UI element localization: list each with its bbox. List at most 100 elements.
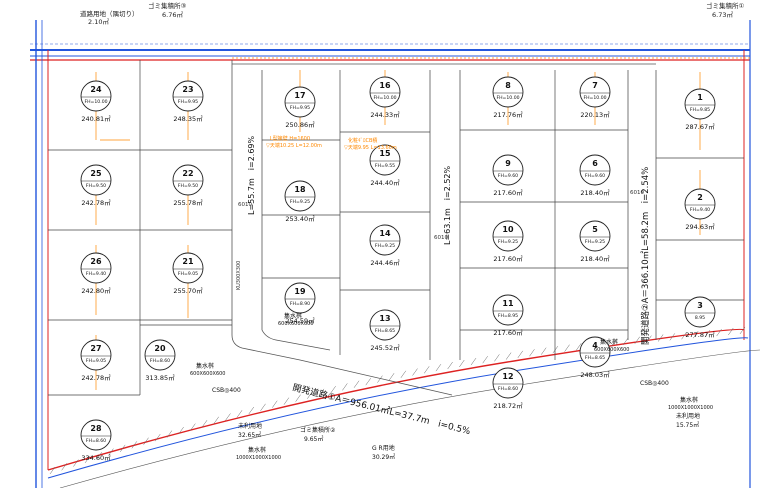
side-ditch-label: KU300X300 xyxy=(236,261,242,290)
unused-land-2-area: 15.75㎡ xyxy=(676,421,699,429)
hatch-line xyxy=(143,437,149,445)
hatch-line xyxy=(552,345,559,354)
lot-area: 217.60㎡ xyxy=(493,188,523,197)
lot-number: 7 xyxy=(592,81,598,90)
hatch-line xyxy=(424,366,430,374)
hatch-line xyxy=(271,400,278,408)
lot-area: 218.40㎡ xyxy=(580,254,610,263)
trash-point-2-area: 9.65㎡ xyxy=(304,435,323,443)
hatch-line xyxy=(131,441,138,449)
lot-circle xyxy=(80,419,112,451)
lot-area: 242.78㎡ xyxy=(81,373,111,382)
road-2-label: 開発道路②A＝366.10㎡L=58.2m i=2.54% xyxy=(640,167,651,345)
lot-number: 19 xyxy=(294,287,306,296)
lot-number: 16 xyxy=(379,81,391,90)
lot-area: 277.87㎡ xyxy=(685,330,715,339)
lot-circle xyxy=(172,164,204,196)
left-road-slope: L=55.7m i=2.69% xyxy=(247,135,256,215)
lot-circle xyxy=(492,76,524,108)
hatch-line xyxy=(119,444,126,453)
hatch-line xyxy=(330,385,336,394)
lot-circle xyxy=(80,80,112,112)
catch-basin-4-size: 1000X1000X1000 xyxy=(236,455,281,461)
cb-wall-label: 化粧ｷﾞﾛCB積 xyxy=(348,137,377,144)
lot-circle xyxy=(284,180,316,212)
lot-circle xyxy=(172,252,204,284)
hatch-line xyxy=(459,359,465,368)
lot-number: 20 xyxy=(154,344,166,353)
lot-fh: FH=10.00 xyxy=(84,99,107,105)
hatch-line xyxy=(482,356,488,364)
hatch-line xyxy=(576,343,582,351)
hatch-line xyxy=(494,354,500,362)
lot-number: 10 xyxy=(502,225,514,234)
lot-area: 248.35㎡ xyxy=(173,114,203,123)
lot-area: 254.59㎡ xyxy=(285,316,315,325)
hatch-line xyxy=(400,370,407,378)
lot-circle xyxy=(492,294,524,326)
lot-boundaries xyxy=(48,60,744,396)
lot-fh: FH=9.05 xyxy=(178,271,198,277)
lot-fh: FH=9.40 xyxy=(690,207,710,213)
lot-area: 242.78㎡ xyxy=(81,198,111,207)
lot-fh: FH=9.25 xyxy=(375,243,395,249)
unused-land-1-label: 未利用地 xyxy=(238,422,262,430)
hatch-line xyxy=(225,413,231,421)
lot-circle xyxy=(492,220,524,252)
hatch-line xyxy=(646,335,652,343)
lot-area: 245.52㎡ xyxy=(370,343,400,352)
top-labels: 道路用地（隅切り） 2.10㎡ ゴミ集積所③ 6.76㎡ ゴミ集積所① 6.73… xyxy=(80,1,745,26)
csb-1-label: CSB◎400 xyxy=(212,387,241,394)
lot-area: 242.80㎡ xyxy=(81,286,111,295)
catch-basin-4-label: 集水桝 xyxy=(248,446,266,454)
lot-fh: FH=9.95 xyxy=(178,99,198,105)
hatch-line xyxy=(73,459,79,467)
lot-fh: FH=9.50 xyxy=(86,183,106,189)
hatch-line xyxy=(611,339,617,347)
lot-area: 217.76㎡ xyxy=(493,110,523,119)
csb-2-label: CSB◎400 xyxy=(640,380,669,387)
hatch-line xyxy=(564,344,570,352)
hatch-line xyxy=(704,329,711,338)
lot-fh: FH=9.60 xyxy=(585,173,605,179)
trash-point-1-label: ゴミ集積所① xyxy=(706,1,745,10)
lot-number: 5 xyxy=(592,225,598,234)
lot-area: 287.67㎡ xyxy=(685,122,715,131)
lot-circle xyxy=(369,76,401,108)
lot-fh: FH=9.25 xyxy=(290,199,310,205)
hatch-line xyxy=(517,350,524,359)
lot-area: 217.60㎡ xyxy=(493,254,523,263)
hatch-line xyxy=(657,334,664,342)
lot-number: 12 xyxy=(502,372,513,381)
hatch-line xyxy=(307,391,313,399)
hatch-line xyxy=(295,394,301,402)
lot-circle xyxy=(492,154,524,186)
catch-basin-5-size: 1000X1000X1000 xyxy=(668,405,713,411)
roads xyxy=(231,60,657,396)
road-land-area: 2.10㎡ xyxy=(88,17,109,26)
lot-number: 14 xyxy=(379,229,391,238)
lot-area: 244.46㎡ xyxy=(370,258,400,267)
hatch-line xyxy=(353,380,360,388)
lot-area: 220.13㎡ xyxy=(580,110,610,119)
hatch-line xyxy=(108,448,114,456)
lot-area: 240.81㎡ xyxy=(81,114,111,123)
lot-number: 11 xyxy=(502,299,514,308)
lot-number: 27 xyxy=(90,344,101,353)
lot-area: 255.78㎡ xyxy=(173,198,203,207)
lot-circle xyxy=(684,188,716,220)
road-width-1: 6010 xyxy=(238,202,252,208)
unused-land-2-label: 未利用地 xyxy=(676,412,700,420)
